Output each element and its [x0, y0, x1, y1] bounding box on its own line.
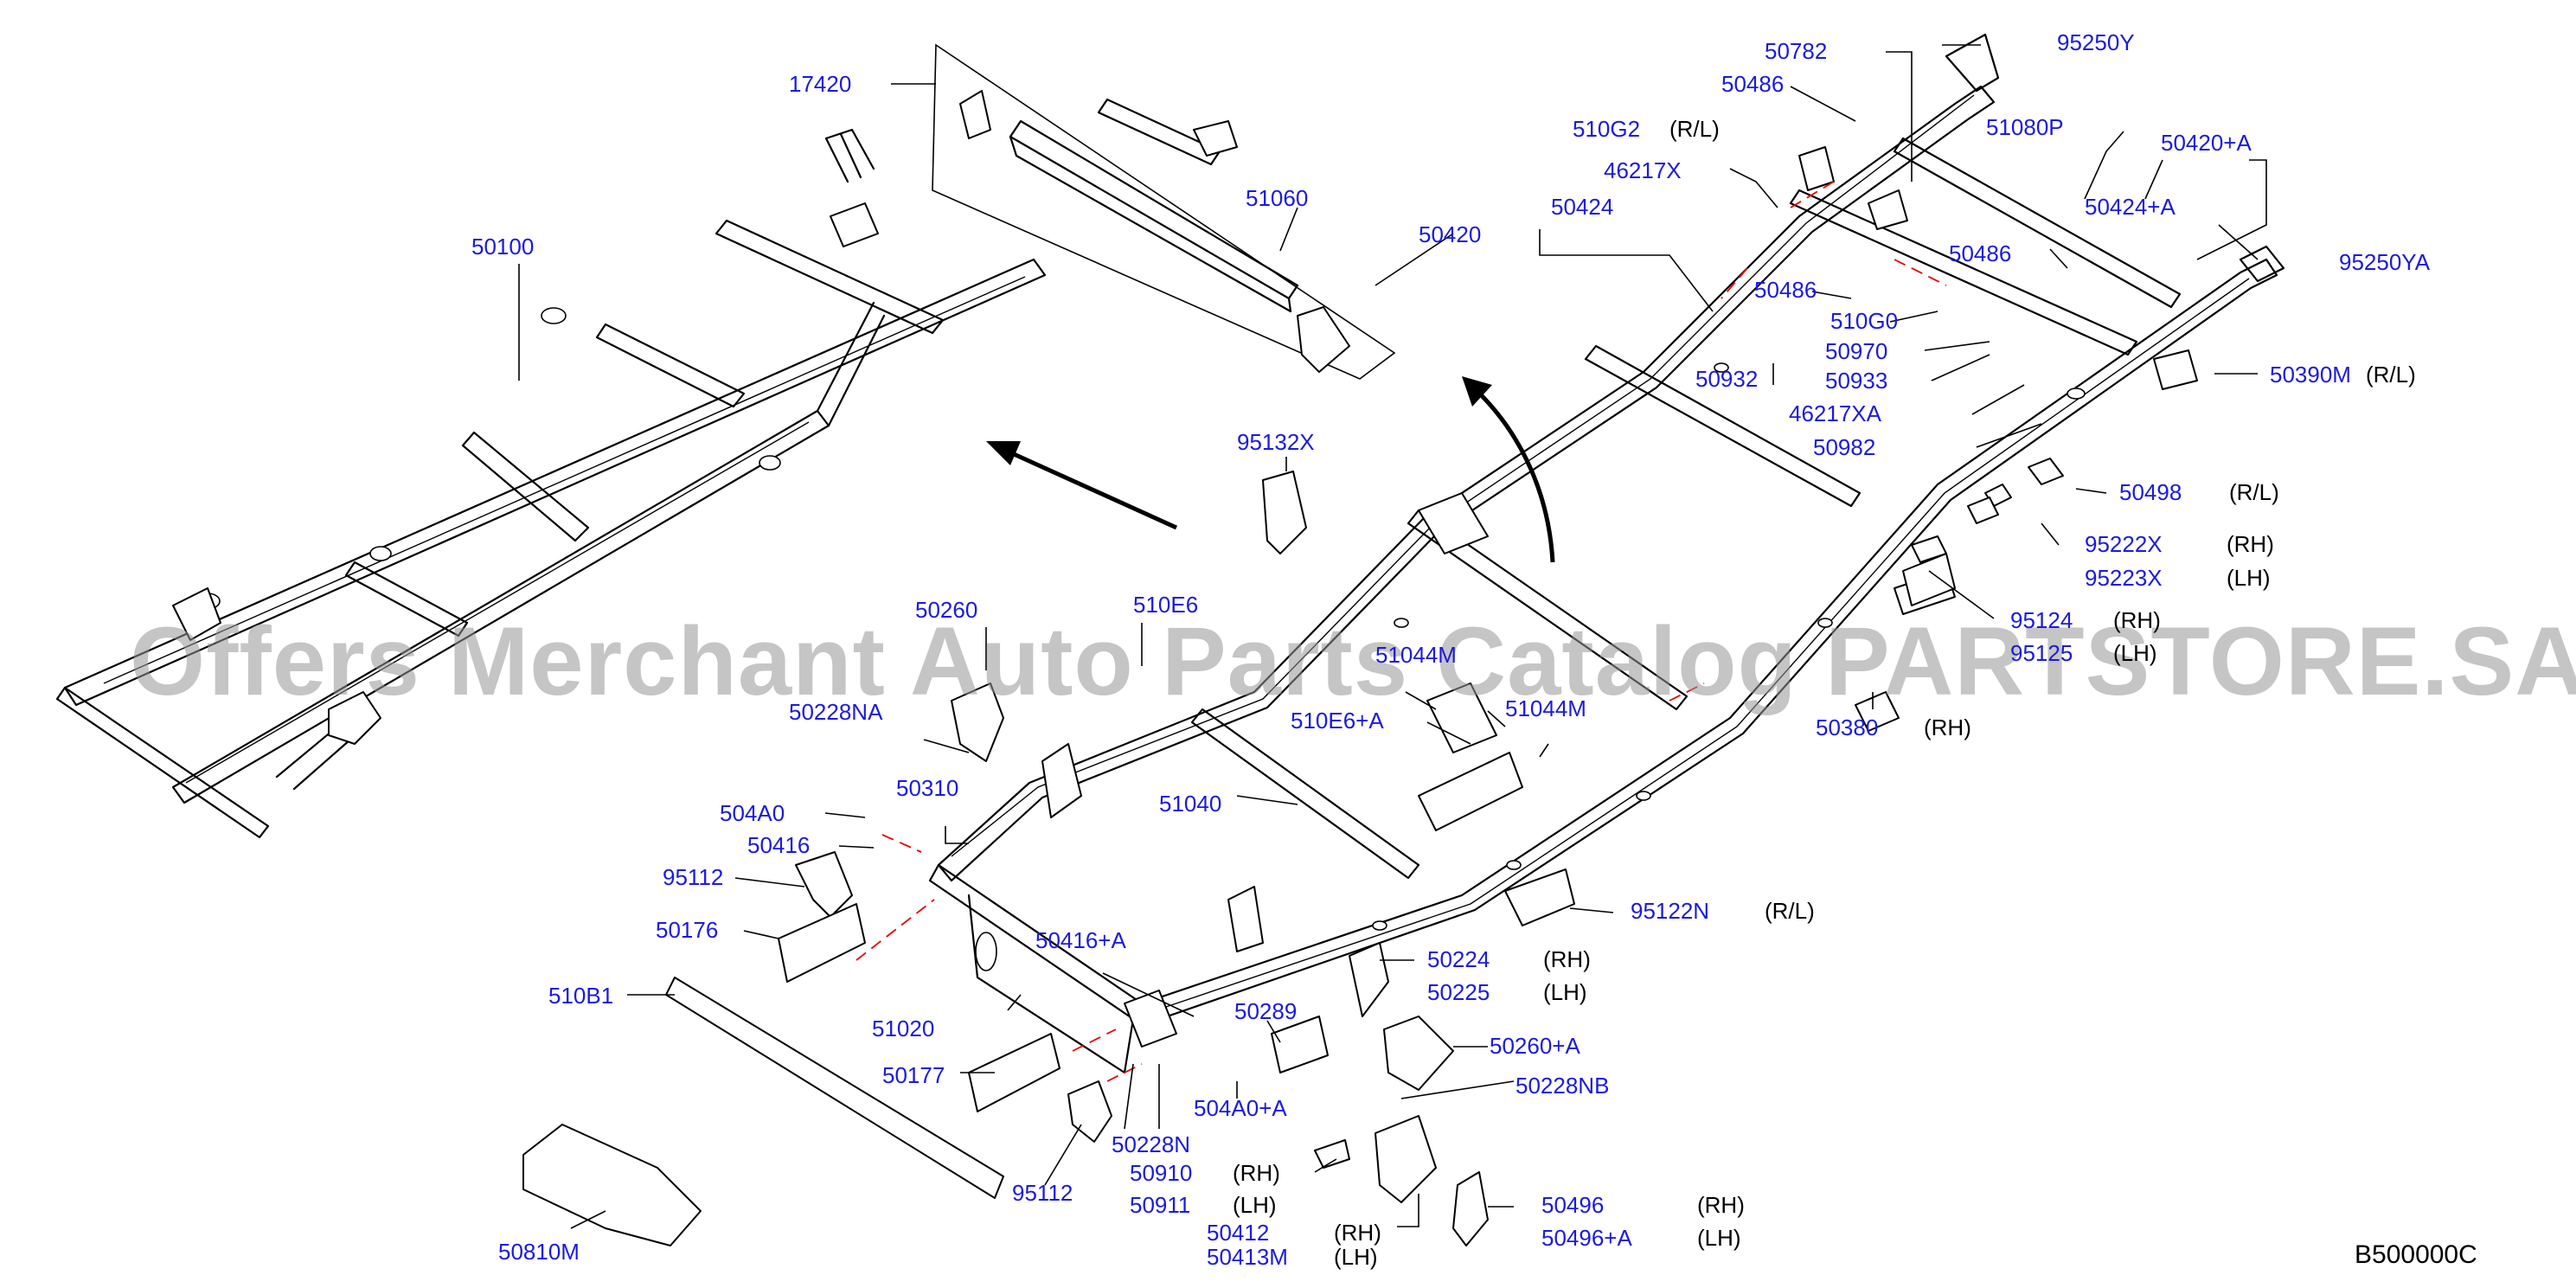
part-number-label: 51044M	[1505, 695, 1586, 721]
loose-parts	[522, 349, 2198, 1246]
part-number-label: 50424+A	[2085, 194, 2176, 220]
side-qualifier-label: (R/L)	[2229, 479, 2279, 505]
part-number-label: 50486	[1754, 277, 1817, 303]
part-number-label: 95222X	[2085, 531, 2163, 557]
side-qualifier-label: (LH)	[1697, 1225, 1741, 1251]
part-number-label: 510B1	[548, 983, 614, 1009]
diagram-code: B500000C	[2355, 1240, 2477, 1269]
leader-lines	[518, 44, 2267, 1229]
watermark: Offers Merchant Auto Parts Catalog PARTS…	[130, 607, 2576, 715]
part-number-label: 51040	[1159, 791, 1222, 817]
part-number-label: 50810M	[498, 1239, 580, 1265]
part-number-label: 95250YA	[2339, 249, 2431, 275]
part-number-label: 50498	[2119, 479, 2182, 505]
part-number-label: 95124	[2010, 607, 2073, 633]
side-qualifier-label: (RH)	[2113, 607, 2161, 633]
part-number-label: 51044M	[1375, 642, 1457, 668]
part-number-label: 95125	[2010, 640, 2073, 666]
part-number-label: 46217XA	[1789, 400, 1881, 426]
part-number-label: 50970	[1825, 338, 1888, 364]
part-number-label: 50380	[1816, 714, 1879, 740]
part-number-label: 17420	[789, 71, 852, 97]
part-number-label: 95112	[1012, 1180, 1073, 1206]
part-number-label: 50412	[1207, 1220, 1270, 1246]
side-qualifier-label: (LH)	[1334, 1244, 1378, 1270]
side-qualifier-label: (R/L)	[2366, 362, 2416, 388]
inset-crossmember	[932, 43, 1396, 380]
part-number-label: 510G0	[1830, 308, 1899, 334]
main-frame-assembly	[928, 33, 2285, 1074]
part-number-label: 50932	[1695, 366, 1759, 392]
side-qualifier-label: (LH)	[2113, 640, 2157, 666]
part-number-label: 50260	[915, 597, 978, 623]
part-number-label: 50413M	[1207, 1244, 1288, 1270]
part-number-label: 510G2	[1573, 116, 1641, 142]
part-number-label: 50982	[1813, 434, 1876, 460]
part-number-label: 95223X	[2085, 565, 2163, 591]
side-qualifier-label: (R/L)	[1765, 898, 1815, 924]
part-number-label: 50228N	[1112, 1131, 1191, 1157]
reference-lines	[855, 181, 1947, 1082]
part-number-label: 50416	[747, 832, 811, 858]
part-number-label: 50424	[1551, 194, 1614, 220]
part-number-label: 50420+A	[2161, 130, 2252, 156]
part-number-label: 50176	[656, 917, 719, 943]
part-number-label: 50225	[1427, 979, 1490, 1005]
part-number-label: 50100	[471, 234, 535, 260]
part-number-label: 50486	[1721, 71, 1785, 97]
part-number-label: 510E6+A	[1291, 708, 1384, 734]
part-number-label: 504A0	[720, 800, 785, 826]
part-number-label: 504A0+A	[1194, 1095, 1287, 1121]
part-number-label: 50310	[896, 775, 959, 801]
part-number-label: 50933	[1825, 368, 1888, 394]
side-qualifier-label: (LH)	[1543, 979, 1587, 1005]
side-qualifier-label: (RH)	[1924, 714, 1971, 740]
part-number-label: 50228NB	[1515, 1073, 1610, 1099]
part-number-label: 50228NA	[789, 699, 883, 725]
side-qualifier-label: (RH)	[1334, 1220, 1381, 1246]
part-number-label: 50260+A	[1490, 1033, 1580, 1059]
part-number-label: 50416+A	[1035, 927, 1126, 953]
part-number-label: 50177	[882, 1062, 945, 1088]
part-number-label: 50420	[1419, 221, 1482, 247]
part-number-label: 50224	[1427, 946, 1490, 972]
part-number-label: 50496+A	[1541, 1225, 1632, 1251]
part-number-label: 51080P	[1986, 114, 2064, 140]
side-qualifier-label: (RH)	[1697, 1192, 1745, 1218]
part-number-label: 50496	[1541, 1192, 1605, 1218]
side-qualifier-label: (RH)	[2227, 531, 2274, 557]
direction-arrows	[986, 376, 1555, 563]
part-number-label: 50390M	[2270, 362, 2351, 388]
side-qualifier-label: (R/L)	[1669, 116, 1720, 142]
side-qualifier-label: (LH)	[2227, 565, 2271, 591]
part-number-label: 95132X	[1237, 429, 1315, 455]
part-number-label: 510E6	[1133, 592, 1199, 618]
part-number-label: 95112	[663, 864, 724, 890]
part-number-label: 50289	[1234, 998, 1298, 1024]
part-number-label: 50486	[1949, 240, 2012, 266]
part-number-label: 95250Y	[2057, 29, 2135, 55]
part-number-label: 50911	[1130, 1192, 1191, 1218]
small-frame-assembly	[55, 128, 1047, 839]
part-number-label: 50910	[1130, 1160, 1193, 1186]
part-number-label: 51060	[1246, 185, 1309, 211]
part-number-label: 46217X	[1604, 157, 1682, 183]
part-number-label: 95122N	[1631, 898, 1710, 924]
side-qualifier-label: (LH)	[1233, 1192, 1277, 1218]
part-number-label: 50782	[1765, 38, 1828, 64]
part-number-label: 51020	[872, 1016, 935, 1041]
side-qualifier-label: (RH)	[1233, 1160, 1280, 1186]
side-qualifier-label: (RH)	[1543, 946, 1591, 972]
